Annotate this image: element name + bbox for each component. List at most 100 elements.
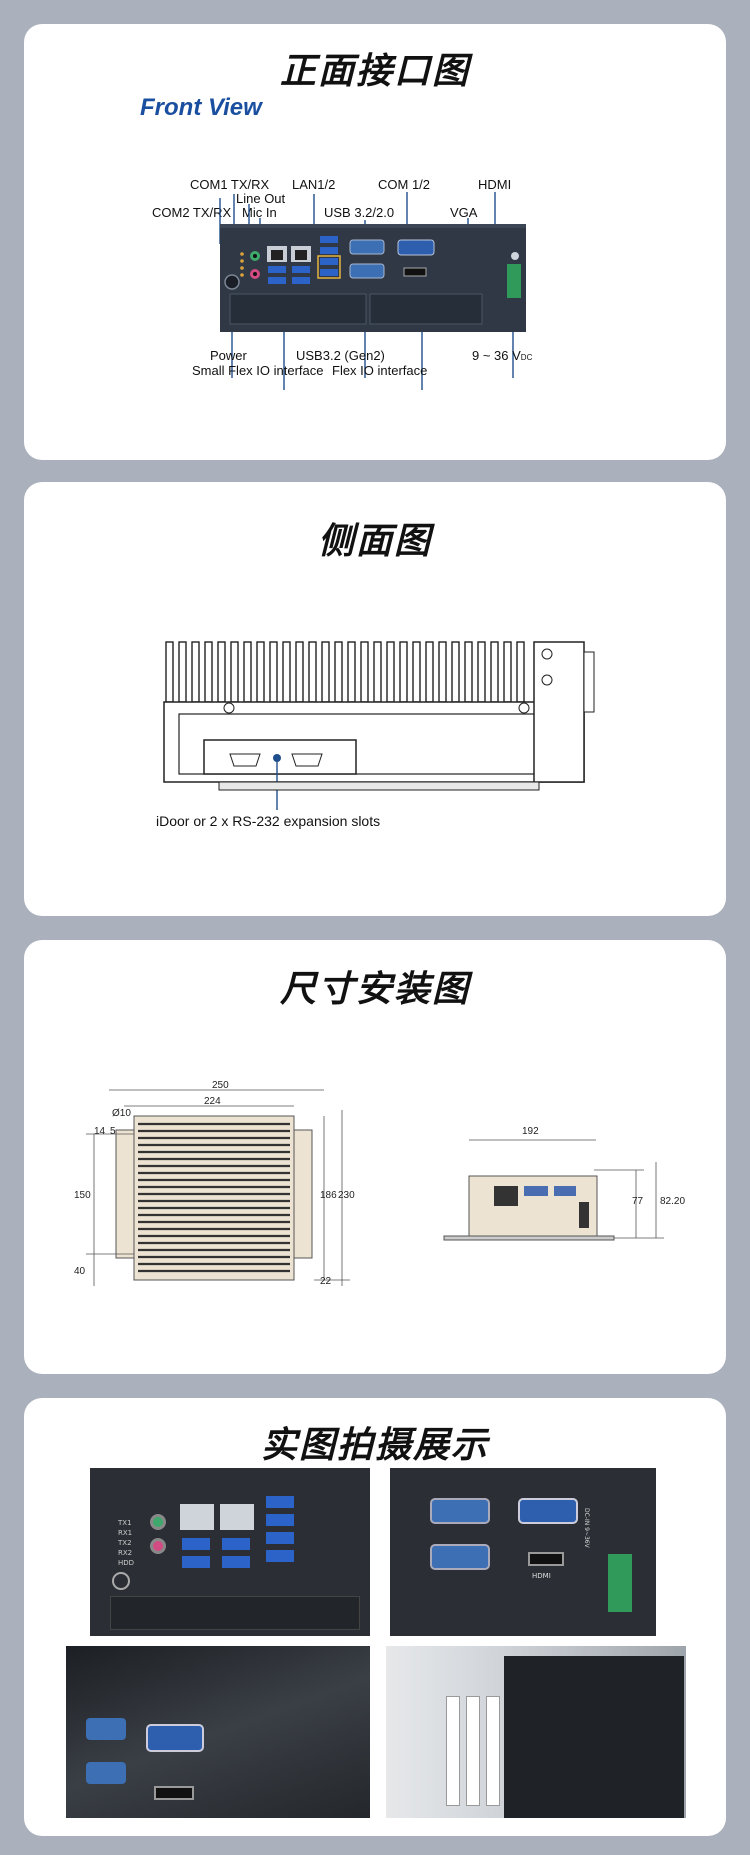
dim-82: 82.20 bbox=[660, 1196, 686, 1207]
side-view-drawing bbox=[163, 641, 595, 810]
label-flexio: Flex IO interface bbox=[332, 363, 428, 378]
heatsink-fin bbox=[295, 641, 304, 703]
heatsink-fin bbox=[165, 641, 174, 703]
photos-title: 实图拍摄展示 bbox=[260, 1425, 489, 1466]
heatsink-fin bbox=[204, 641, 213, 703]
com-port bbox=[86, 1718, 126, 1740]
front-view-subtitle: Front View bbox=[140, 94, 262, 121]
heatsink-fin bbox=[464, 641, 473, 703]
dim-150: 150 bbox=[74, 1190, 91, 1201]
heatsink-fin bbox=[516, 641, 525, 703]
heatsink-fin bbox=[178, 641, 187, 703]
heatsink-fin bbox=[321, 641, 330, 703]
heatsink-fin bbox=[334, 641, 343, 703]
label-vga: VGA bbox=[450, 205, 478, 220]
mic-in-jack bbox=[150, 1538, 166, 1554]
vga-port bbox=[518, 1498, 578, 1524]
heatsink-fin bbox=[373, 641, 382, 703]
label-idoor: iDoor or 2 x RS-232 expansion slots bbox=[156, 813, 381, 829]
label-hdmi: HDMI bbox=[478, 177, 512, 192]
dim-5: 5 bbox=[110, 1126, 116, 1137]
heatsink-fin bbox=[269, 641, 278, 703]
lan1-port bbox=[180, 1504, 214, 1530]
heatsink-fin bbox=[477, 641, 486, 703]
heatsink-fin bbox=[256, 641, 265, 703]
label-com12: COM 1/2 bbox=[378, 177, 431, 192]
slot-bracket bbox=[486, 1696, 500, 1806]
dim-250: 250 bbox=[212, 1080, 229, 1091]
dim-40: 40 bbox=[74, 1266, 86, 1277]
label-usbgen2: USB3.2 (Gen2) bbox=[296, 348, 385, 363]
dim-14: 14 bbox=[94, 1126, 106, 1137]
label-smallflex: Small Flex IO interface bbox=[192, 363, 324, 378]
label-voltage: 9 ~ 36 VDC bbox=[472, 348, 533, 363]
dim-22: 22 bbox=[320, 1276, 332, 1287]
com1-port bbox=[430, 1498, 490, 1524]
heatsink-fin bbox=[438, 641, 447, 703]
label-micin: Mic In bbox=[242, 205, 277, 220]
side-view-card: 侧面图 iDoor or 2 x RS-232 expansion slots bbox=[24, 482, 726, 916]
photo-angle-left bbox=[66, 1646, 370, 1818]
dim-192: 192 bbox=[522, 1126, 539, 1137]
usb-port bbox=[266, 1532, 294, 1544]
usb-port bbox=[182, 1538, 210, 1550]
dc-mark: DC-IN 9~36V bbox=[583, 1508, 590, 1548]
heatsink-fin bbox=[360, 641, 369, 703]
line-out-jack bbox=[150, 1514, 166, 1530]
dim-186: 186 bbox=[320, 1190, 337, 1201]
slot-bracket bbox=[446, 1696, 460, 1806]
slot-bracket bbox=[466, 1696, 480, 1806]
heatsink-fin bbox=[243, 641, 252, 703]
usb-port bbox=[182, 1556, 210, 1568]
usb-port bbox=[266, 1550, 294, 1562]
heatsink-fin bbox=[399, 641, 408, 703]
usb-port bbox=[222, 1538, 250, 1550]
vga-port bbox=[146, 1724, 204, 1752]
lan2-port bbox=[220, 1504, 254, 1530]
com-port bbox=[86, 1762, 126, 1784]
heatsink-fin bbox=[191, 641, 200, 703]
hdmi-port bbox=[528, 1552, 564, 1566]
dim-230: 230 bbox=[338, 1190, 355, 1201]
dim-77: 77 bbox=[632, 1196, 644, 1207]
label-com2: COM2 TX/RX bbox=[152, 205, 232, 220]
heatsink-fin bbox=[490, 641, 499, 703]
power-button bbox=[112, 1572, 130, 1590]
dimension-drawing bbox=[86, 1089, 664, 1286]
flex-io-cover bbox=[110, 1596, 360, 1630]
front-view-title: 正面接口图 bbox=[279, 51, 470, 92]
heatsink-fin bbox=[451, 641, 460, 703]
label-com1: COM1 TX/RX bbox=[190, 177, 270, 192]
usb-port bbox=[222, 1556, 250, 1568]
heatsink-fin bbox=[347, 641, 356, 703]
label-lan: LAN1/2 bbox=[292, 177, 336, 192]
heatsink-fin bbox=[217, 641, 226, 703]
front-panel-drawing bbox=[219, 192, 526, 390]
hdmi-port bbox=[154, 1786, 194, 1800]
label-usb32: USB 3.2/2.0 bbox=[324, 205, 395, 220]
dimensions-title: 尺寸安装图 bbox=[279, 969, 470, 1010]
heatsink-fin bbox=[425, 641, 434, 703]
side-view-title: 侧面图 bbox=[317, 521, 432, 562]
dc-in-terminal bbox=[608, 1554, 632, 1612]
usb-port bbox=[266, 1514, 294, 1526]
photo-io-right: HDMI DC-IN 9~36V bbox=[390, 1468, 656, 1636]
device-body bbox=[504, 1656, 684, 1818]
usb-port bbox=[266, 1496, 294, 1508]
label-power: Power bbox=[210, 348, 247, 363]
front-view-card: 正面接口图 Front View COM1 TX/RX Line Out Mic… bbox=[24, 24, 726, 460]
photo-rack bbox=[386, 1646, 686, 1818]
dim-224: 224 bbox=[204, 1096, 221, 1107]
heatsink-fin bbox=[503, 641, 512, 703]
heatsink-fin bbox=[308, 641, 317, 703]
label-lineout: Line Out bbox=[236, 191, 286, 206]
com2-port bbox=[430, 1544, 490, 1570]
dimensions-card: 尺寸安装图 250 224 Ø10 14 5 150 40 186 230 22… bbox=[24, 940, 726, 1374]
hdmi-mark: HDMI bbox=[532, 1572, 551, 1580]
dim-hole: Ø10 bbox=[112, 1108, 131, 1119]
heatsink-fin bbox=[386, 641, 395, 703]
heatsink-fin bbox=[282, 641, 291, 703]
